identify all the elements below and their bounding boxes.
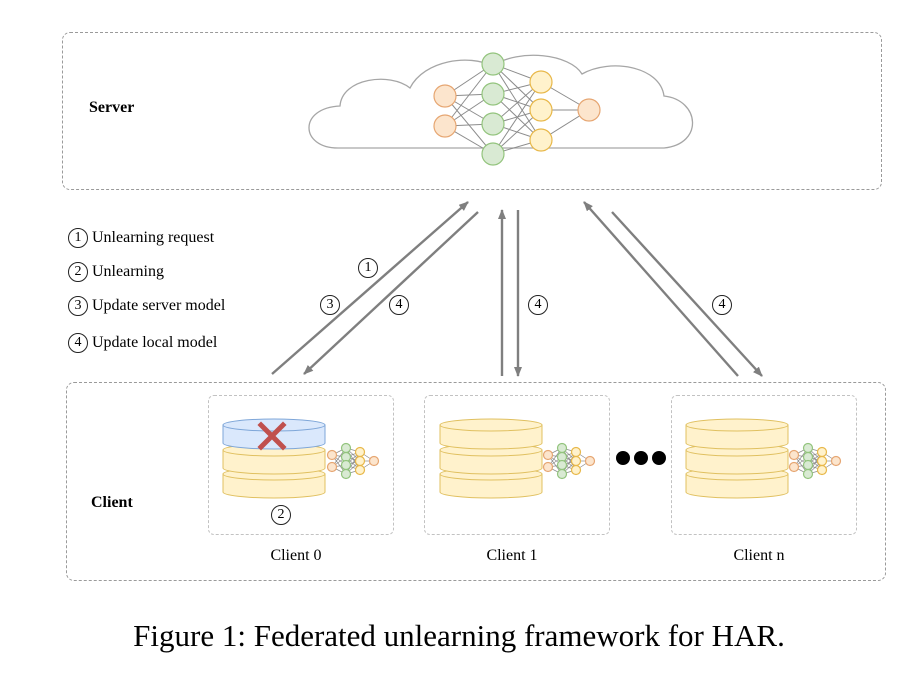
nn-node [340, 459, 352, 471]
nn-node [354, 446, 366, 458]
nn-node [481, 112, 505, 136]
nn-node [556, 468, 568, 480]
ellipsis-dots-icon [616, 451, 666, 465]
nn-node [570, 464, 582, 476]
db-layer [685, 473, 789, 499]
nn-node [788, 449, 800, 461]
nn-node [802, 468, 814, 480]
client-n-label: Client n [733, 547, 785, 564]
server-panel [62, 32, 882, 190]
step-number-3: 3 [68, 296, 88, 316]
nn-node [326, 461, 338, 473]
nn-connection [492, 81, 542, 155]
client-1-label: Client 1 [486, 547, 538, 564]
legend-text-1: Unlearning request [92, 229, 215, 246]
client-section-label: Client [91, 494, 133, 511]
nn-node [816, 464, 828, 476]
figure-caption: Figure 1: Federated unlearning framework… [133, 618, 785, 653]
server-neural-network [433, 52, 601, 166]
arrow-client0-to-server [271, 201, 469, 375]
nn-connection [444, 63, 494, 127]
client1-neural-network [542, 442, 596, 480]
nn-node [788, 461, 800, 473]
legend-item-3: 3 Update server model [68, 294, 225, 318]
nn-node [529, 98, 553, 122]
arrow-badge-update-server: 3 [320, 295, 340, 315]
nn-node [433, 84, 457, 108]
arrow-badge-unlearning-request: 1 [358, 258, 378, 278]
nn-node [570, 446, 582, 458]
nn-node [577, 98, 601, 122]
client-card-1 [424, 395, 610, 535]
nn-node [481, 142, 505, 166]
arrow-clientn-to-server [583, 201, 739, 377]
legend-item-2: 2 Unlearning [68, 260, 164, 284]
server-label: Server [89, 99, 135, 116]
client0-neural-network [326, 442, 380, 480]
nn-node [556, 459, 568, 471]
nn-node [529, 70, 553, 94]
db-layer [222, 449, 326, 475]
step-number-2: 2 [68, 262, 88, 282]
client1-database [439, 418, 543, 499]
db-layer [685, 449, 789, 475]
arrow-badge-update-local-0: 4 [389, 295, 409, 315]
clientn-neural-network [788, 442, 842, 480]
arrow-server-to-client0 [303, 211, 479, 375]
nn-node [481, 82, 505, 106]
nn-node [340, 442, 352, 454]
nn-node [529, 128, 553, 152]
nn-node [802, 459, 814, 471]
nn-node [584, 455, 596, 467]
nn-node [354, 464, 366, 476]
db-layer [439, 424, 543, 450]
nn-node [570, 455, 582, 467]
nn-node [354, 455, 366, 467]
nn-node [368, 455, 380, 467]
nn-node [326, 449, 338, 461]
client0-step-badge: 2 [271, 505, 291, 525]
step-number-1: 1 [68, 228, 88, 248]
db-layer [439, 449, 543, 475]
clientn-database [685, 418, 789, 499]
db-layer [222, 473, 326, 499]
nn-node [830, 455, 842, 467]
nn-node [542, 449, 554, 461]
nn-node [433, 114, 457, 138]
db-layer-top [222, 418, 326, 432]
client-card-n [671, 395, 857, 535]
arrow-badge-update-local-1: 4 [528, 295, 548, 315]
nn-node [802, 442, 814, 454]
client-panel [66, 382, 886, 581]
delete-mark-icon [257, 421, 287, 451]
db-layer [685, 424, 789, 450]
nn-node [340, 468, 352, 480]
legend-item-1: 1 Unlearning request [68, 226, 214, 250]
step-number-4: 4 [68, 333, 88, 353]
legend-item-4: 4 Update local model [68, 331, 217, 355]
communication-arrows [271, 201, 763, 377]
db-layer [439, 473, 543, 499]
legend-text-3: Update server model [92, 297, 226, 314]
nn-node [481, 52, 505, 76]
db-layer-top [685, 418, 789, 432]
nn-node [816, 455, 828, 467]
nn-node [816, 446, 828, 458]
arrow-badge-update-local-n: 4 [712, 295, 732, 315]
nn-node [556, 442, 568, 454]
client-0-label: Client 0 [270, 547, 322, 564]
legend-text-4: Update local model [92, 334, 218, 351]
nn-node [542, 461, 554, 473]
db-layer-top [439, 418, 543, 432]
legend-text-2: Unlearning [92, 263, 164, 280]
client-card-0 [208, 395, 394, 535]
arrow-server-to-clientn [611, 211, 763, 377]
